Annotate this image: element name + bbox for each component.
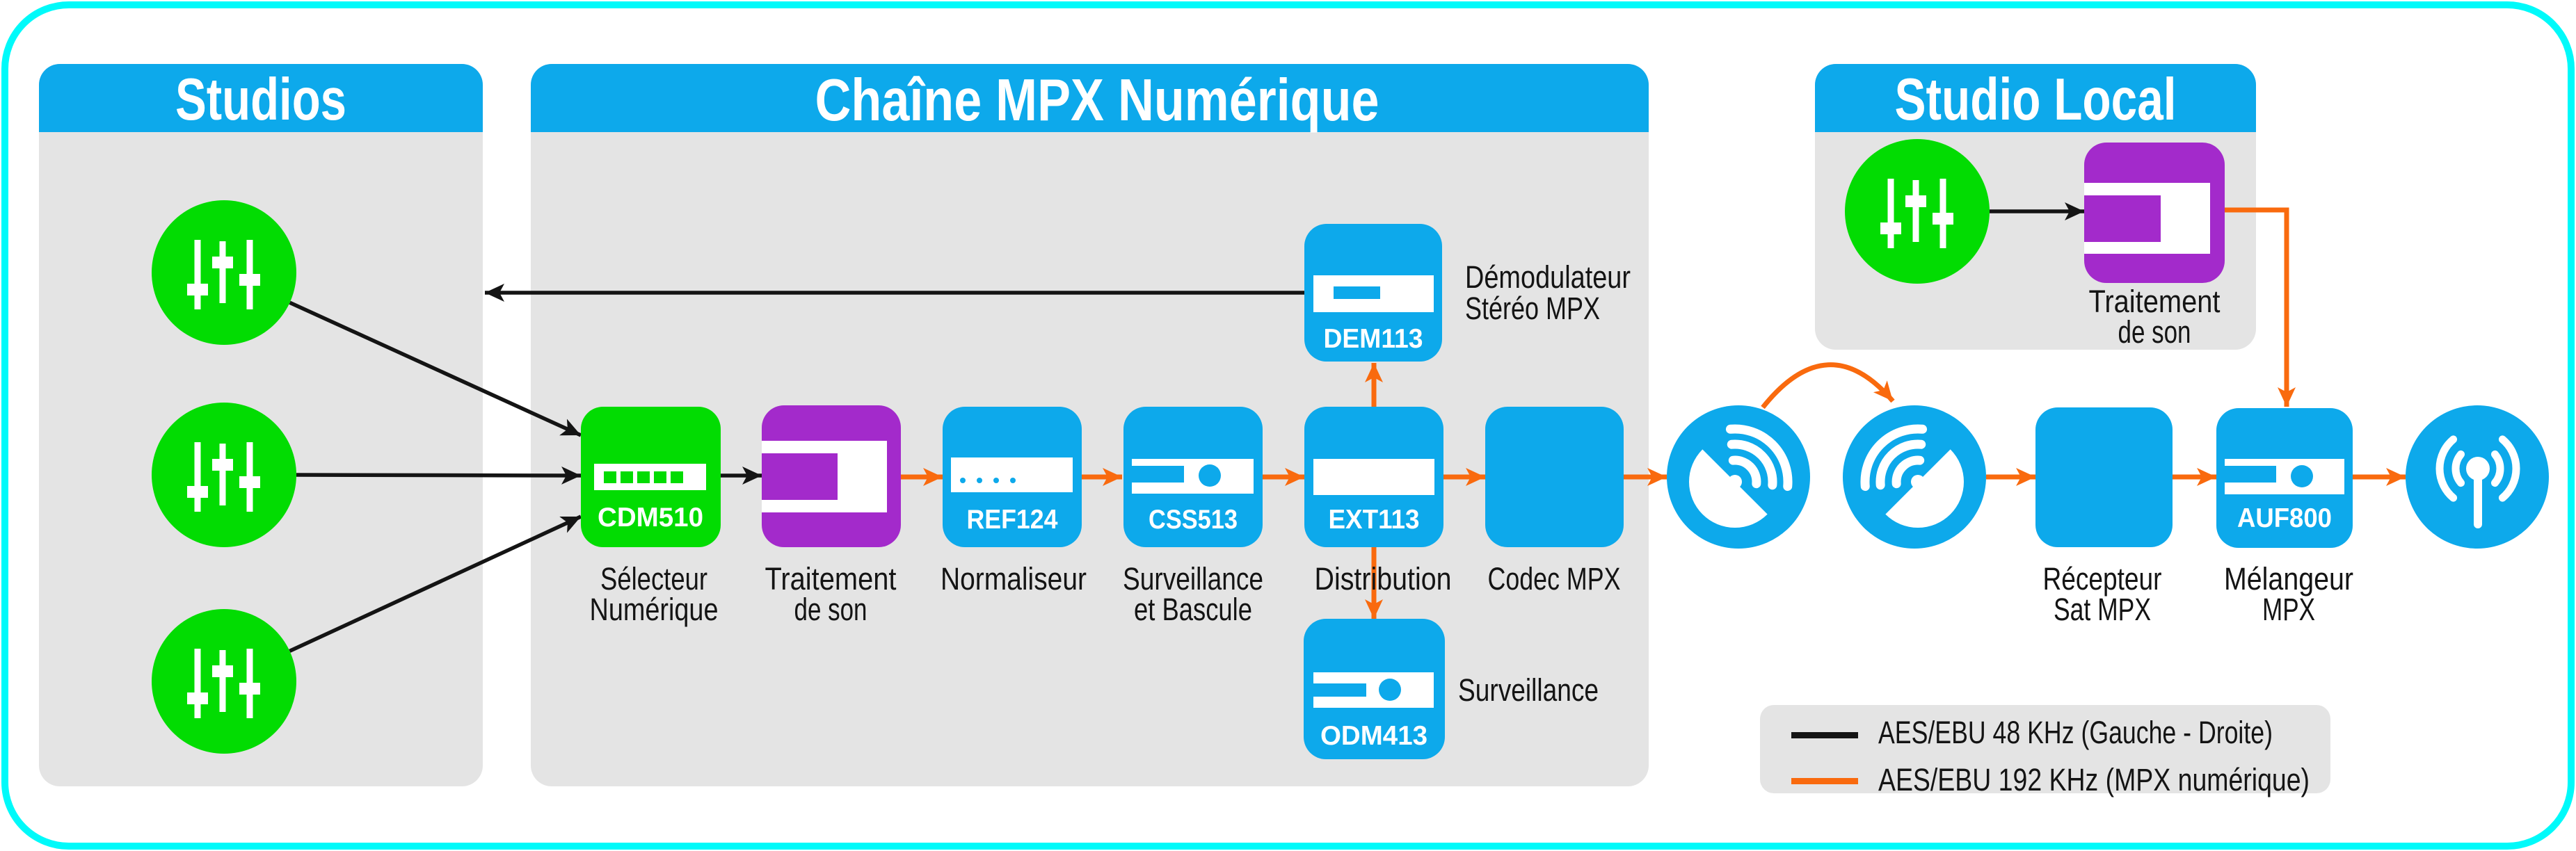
svg-text:AUF800: AUF800 <box>2237 503 2332 533</box>
svg-text:Surveillance: Surveillance <box>1458 672 1599 708</box>
svg-text:CSS513: CSS513 <box>1149 505 1238 535</box>
svg-text:Studios: Studios <box>175 67 346 133</box>
svg-text:Démodulateur: Démodulateur <box>1465 259 1631 295</box>
svg-text:Normaliseur: Normaliseur <box>941 561 1087 597</box>
svg-text:Traitement: Traitement <box>765 561 897 597</box>
svg-text:ODM413: ODM413 <box>1320 721 1427 751</box>
svg-text:de son: de son <box>2118 314 2191 350</box>
svg-text:CDM510: CDM510 <box>598 503 703 533</box>
svg-text:DEM113: DEM113 <box>1324 324 1423 354</box>
svg-text:Sélecteur: Sélecteur <box>600 561 707 597</box>
svg-text:Mélangeur: Mélangeur <box>2224 561 2353 597</box>
svg-text:de son: de son <box>794 592 867 627</box>
svg-text:Stéréo MPX: Stéréo MPX <box>1465 291 1600 326</box>
svg-text:REF124: REF124 <box>967 505 1058 535</box>
svg-text:AES/EBU 48 KHz (Gauche - Droit: AES/EBU 48 KHz (Gauche - Droite) <box>1878 715 2273 750</box>
svg-text:Numérique: Numérique <box>590 592 719 627</box>
svg-text:Surveillance: Surveillance <box>1123 561 1263 597</box>
svg-text:et Bascule: et Bascule <box>1134 592 1252 627</box>
svg-text:Codec MPX: Codec MPX <box>1488 561 1621 597</box>
svg-text:Studio Local: Studio Local <box>1895 67 2177 133</box>
svg-text:Chaîne MPX Numérique: Chaîne MPX Numérique <box>815 67 1379 133</box>
svg-text:EXT113: EXT113 <box>1329 505 1420 535</box>
svg-text:Sat MPX: Sat MPX <box>2054 592 2151 627</box>
svg-text:AES/EBU 192 KHz (MPX numérique: AES/EBU 192 KHz (MPX numérique) <box>1878 762 2310 797</box>
svg-text:MPX: MPX <box>2262 592 2315 627</box>
svg-text:Traitement: Traitement <box>2089 284 2221 319</box>
svg-text:Distribution: Distribution <box>1315 561 1452 597</box>
svg-text:Récepteur: Récepteur <box>2043 561 2162 597</box>
